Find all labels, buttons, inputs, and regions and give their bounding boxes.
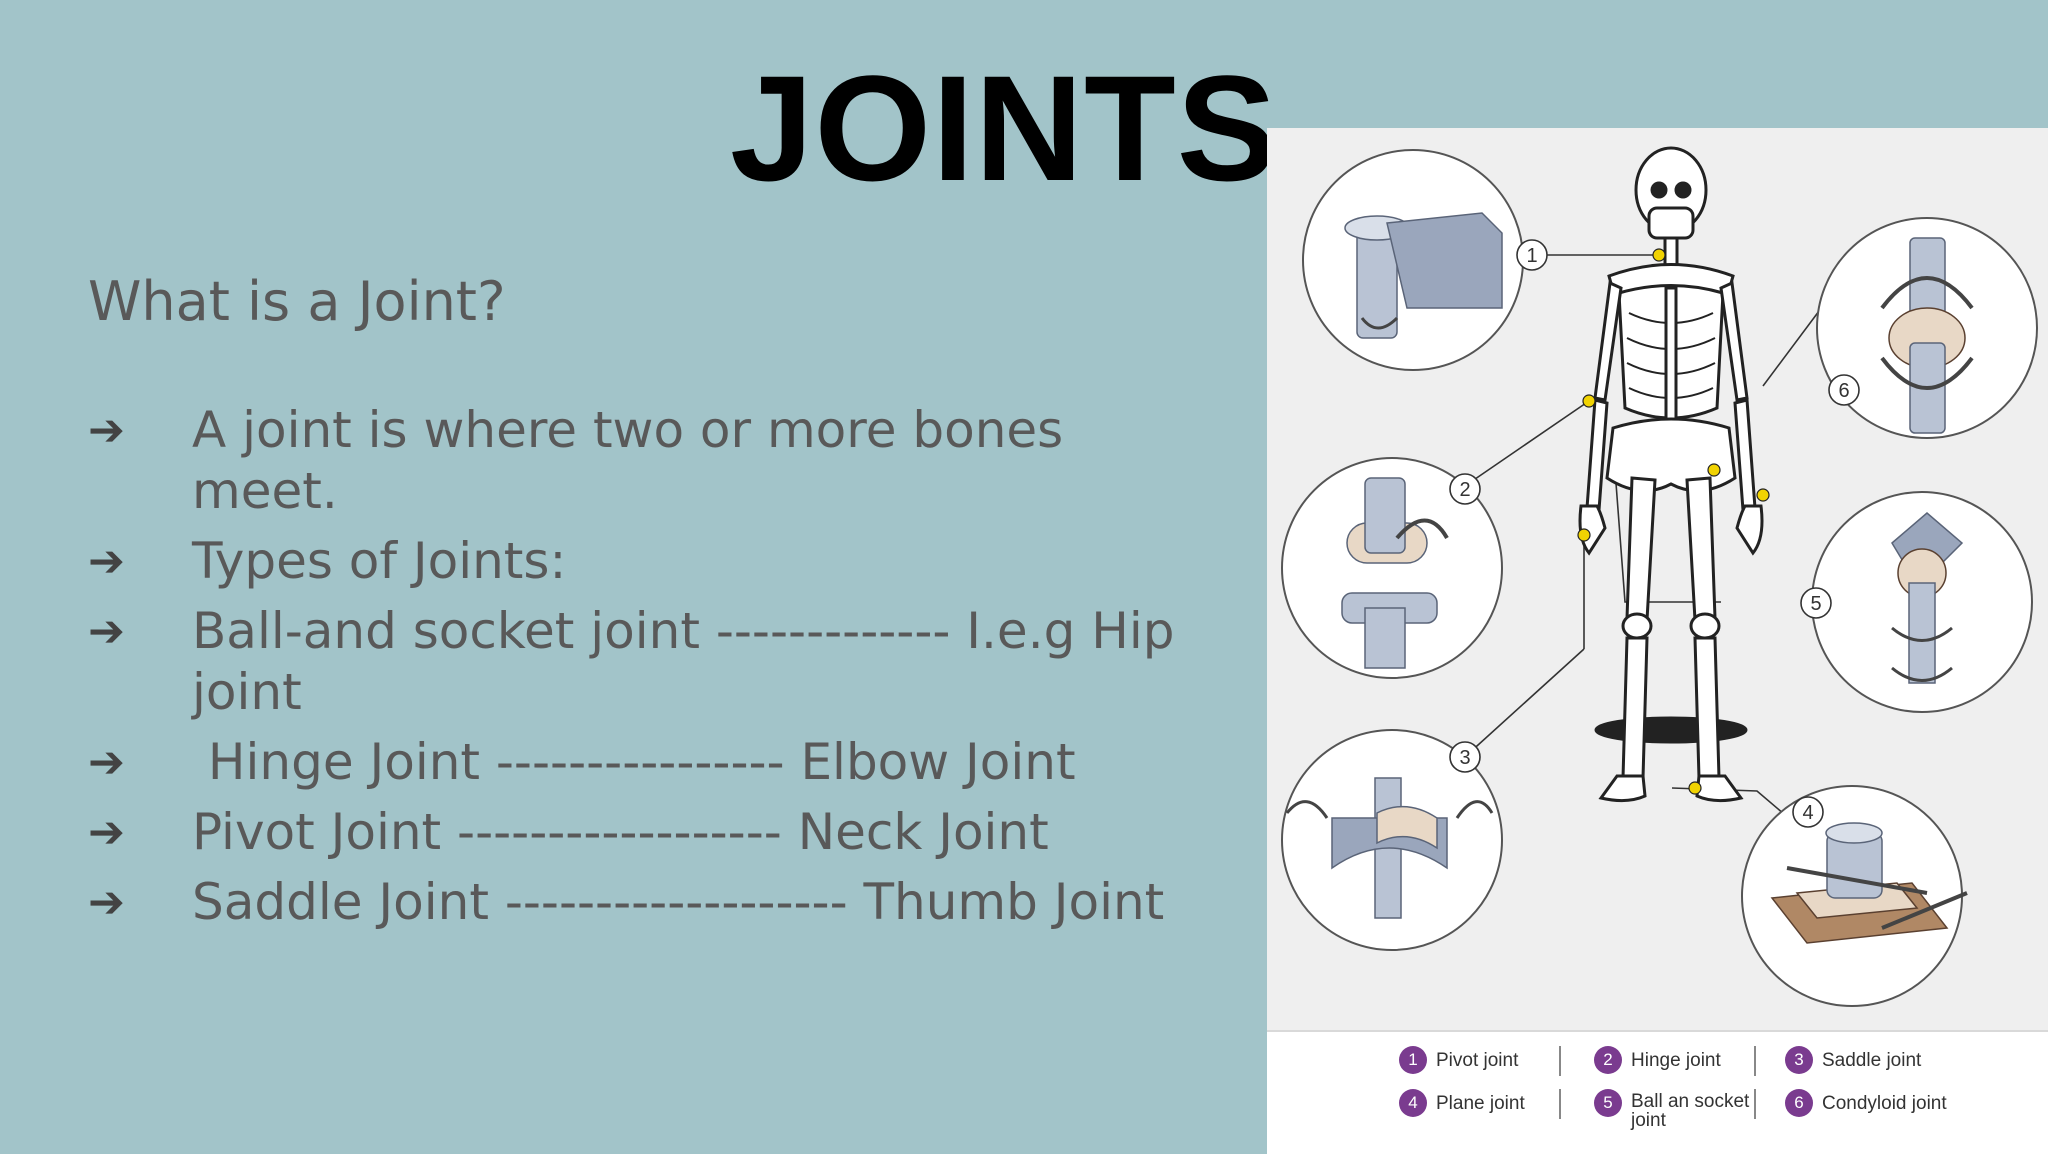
callout-4: 4 (1792, 796, 1824, 828)
bullet-text: Hinge Joint ---------------- Elbow Joint (192, 733, 1076, 791)
legend-label: Plane joint (1436, 1093, 1525, 1114)
legend-label: Ball an socket joint (1631, 1091, 1750, 1131)
legend-number: 3 (1785, 1046, 1813, 1074)
hinge-joint-illustration (1281, 457, 1503, 679)
bullet-text: Types of Joints: (192, 532, 567, 590)
joint-markers (1577, 248, 1770, 795)
bullet-text: A joint is where two or more bones meet. (192, 401, 1080, 520)
joints-figure: 1 2 3 4 5 6 1 Pivot joint 2 H (1267, 128, 2048, 1154)
legend-number: 1 (1399, 1046, 1427, 1074)
callout-number: 3 (1459, 747, 1470, 769)
saddle-joint-illustration (1281, 729, 1503, 951)
legend-number: 6 (1785, 1089, 1813, 1117)
skeleton-icon (1578, 146, 1764, 803)
callout-number: 4 (1802, 802, 1813, 824)
callout-1: 1 (1516, 239, 1548, 271)
figure-legend: 1 Pivot joint 2 Hinge joint 3 Saddle joi… (1267, 1030, 2048, 1154)
legend-divider (1559, 1046, 1561, 1076)
slide-title: JOINTS (730, 44, 1278, 212)
pivot-joint-illustration (1302, 149, 1524, 371)
condyloid-joint-illustration (1816, 217, 2038, 439)
callout-number: 5 (1810, 593, 1821, 615)
callout-5: 5 (1800, 587, 1832, 619)
bullet-item: ➔ Hinge Joint ---------------- Elbow Joi… (88, 732, 1188, 793)
legend-divider (1754, 1046, 1756, 1076)
callout-number: 6 (1838, 380, 1849, 402)
legend-item: 5 Ball an socket joint (1594, 1089, 1754, 1130)
legend-item: 6 Condyloid joint (1785, 1089, 1947, 1117)
legend-item: 2 Hinge joint (1594, 1046, 1721, 1074)
legend-number: 4 (1399, 1089, 1427, 1117)
ball-and-socket-joint-illustration (1811, 491, 2033, 713)
callout-number: 1 (1526, 245, 1537, 267)
plane-joint-illustration (1741, 785, 1968, 1007)
legend-label: Pivot joint (1436, 1050, 1519, 1071)
arrow-icon: ➔ (88, 877, 125, 928)
legend-number: 2 (1594, 1046, 1622, 1074)
bullet-item: ➔ Ball-and socket joint ------------- I.… (88, 601, 1188, 723)
skeleton-diagram: 1 2 3 4 5 6 (1281, 146, 2038, 1007)
bullet-item: ➔ Pivot Joint ------------------ Neck Jo… (88, 802, 1188, 863)
arrow-icon: ➔ (88, 606, 125, 657)
bullet-text: Ball-and socket joint ------------- I.e.… (192, 602, 1191, 721)
legend-label: Condyloid joint (1822, 1093, 1947, 1114)
legend-divider (1754, 1089, 1756, 1119)
bullet-list: ➔ A joint is where two or more bones mee… (88, 400, 1188, 942)
legend-divider (1559, 1089, 1561, 1119)
legend-number: 5 (1594, 1089, 1622, 1117)
arrow-icon: ➔ (88, 807, 125, 858)
callout-number: 2 (1459, 479, 1470, 501)
arrow-icon: ➔ (88, 737, 125, 788)
bullet-item: ➔ Types of Joints: (88, 531, 1188, 592)
legend-label: Hinge joint (1631, 1050, 1721, 1071)
legend-label: Saddle joint (1822, 1050, 1922, 1071)
slide-subtitle: What is a Joint? (88, 270, 506, 333)
legend-item: 1 Pivot joint (1399, 1046, 1518, 1074)
bullet-text: Pivot Joint ------------------ Neck Join… (192, 803, 1049, 861)
callout-2: 2 (1449, 473, 1481, 505)
bullet-text: Saddle Joint ------------------- Thumb J… (192, 873, 1165, 931)
callout-6: 6 (1828, 374, 1860, 406)
arrow-icon: ➔ (88, 405, 125, 456)
legend-item: 4 Plane joint (1399, 1089, 1525, 1117)
arrow-icon: ➔ (88, 536, 125, 587)
bullet-item: ➔ Saddle Joint ------------------- Thumb… (88, 872, 1188, 933)
legend-item: 3 Saddle joint (1785, 1046, 1921, 1074)
bullet-item: ➔ A joint is where two or more bones mee… (88, 400, 1188, 522)
callout-3: 3 (1449, 741, 1481, 773)
